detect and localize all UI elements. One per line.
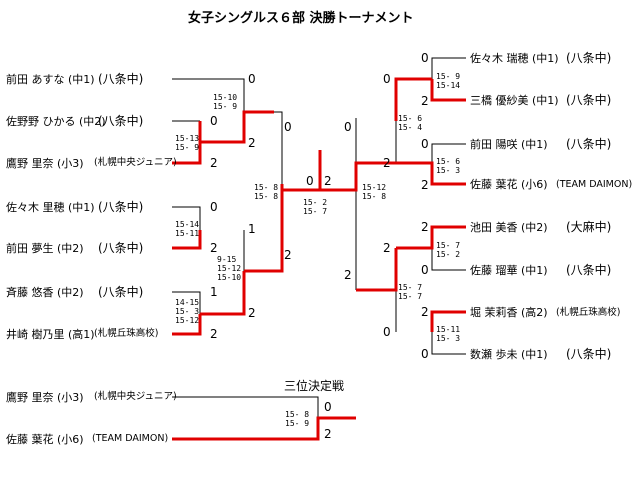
result-l-r2-bot: 1 (248, 222, 256, 236)
result-l-r2-mid: 2 (248, 306, 256, 320)
score-left-r2a: 15-13 15- 9 (175, 134, 200, 152)
result-r3: 0 (421, 137, 429, 151)
result-r-q2: 2 (383, 156, 391, 170)
score-left-r1: 15-10 15- 9 (213, 93, 238, 111)
result-l3: 2 (210, 156, 218, 170)
page-title: 女子シングルス６部 決勝トーナメント (188, 11, 414, 26)
left-player-7-team: (札幌丘珠高校) (94, 328, 159, 339)
score-left-r1b: 14-15 15- 3 15-12 (175, 298, 200, 325)
right-player-1-team: (八条中) (566, 51, 612, 65)
result-final-left: 0 (306, 174, 314, 188)
left-player-5-team: (八条中) (98, 241, 144, 255)
third-player-2-team: (TEAM DAIMON) (92, 433, 169, 444)
result-l5: 2 (210, 241, 218, 255)
result-r8: 0 (421, 347, 429, 361)
result-l1: 0 (248, 72, 256, 86)
score-right-r2a: 15- 6 15- 4 (398, 114, 423, 132)
result-l4: 0 (210, 200, 218, 214)
left-player-3-team: (札幌中央ジュニア) (94, 157, 177, 168)
right-player-7-team: (札幌丘珠高校) (556, 307, 621, 318)
score-left-r2b: 15-14 15-11 (175, 220, 200, 238)
score-right-sf: 15-12 15- 8 (362, 183, 387, 201)
result-r6: 0 (421, 263, 429, 277)
result-l-r1-win: 2 (248, 136, 256, 150)
result-r-q4: 0 (383, 325, 391, 339)
score-left-sf: 15- 8 15- 8 (254, 183, 279, 201)
left-player-2-name: 佐野野 ひかる (中2) (6, 115, 106, 128)
score-right-r1d: 15-11 15- 3 (436, 325, 461, 343)
result-l-sf-b: 2 (284, 248, 292, 262)
right-player-8-team: (八条中) (566, 347, 612, 361)
third-player-2-name: 佐藤 葉花 (小6) (6, 433, 84, 446)
left-player-5-name: 前田 夢生 (中2) (6, 242, 84, 255)
left-player-6-name: 斉藤 悠香 (中2) (6, 286, 84, 299)
result-r7: 2 (421, 305, 429, 319)
left-player-4-name: 佐々木 里穂 (中1) (6, 201, 95, 214)
right-player-2-team: (八条中) (566, 93, 612, 107)
right-player-5-name: 池田 美香 (中2) (470, 221, 548, 234)
left-player-3-name: 鷹野 里奈 (小3) (6, 157, 84, 170)
right-player-6-team: (八条中) (566, 263, 612, 277)
score-third: 15- 8 15- 9 (285, 410, 310, 428)
result-r2: 2 (421, 94, 429, 108)
score-left-r2c: 9-15 15-12 15-10 (217, 255, 242, 282)
result-r4: 2 (421, 178, 429, 192)
third-place-title: 三位決定戦 (284, 379, 345, 393)
result-l2: 0 (210, 114, 218, 128)
third-player-1-team: (札幌中央ジュニア) (94, 391, 177, 402)
result-r-q3: 2 (383, 241, 391, 255)
right-player-4-name: 佐藤 葉花 (小6) (470, 178, 548, 191)
result-l7: 2 (210, 327, 218, 341)
result-r1: 0 (421, 51, 429, 65)
result-third-top: 0 (324, 400, 332, 414)
result-final-right: 2 (324, 174, 332, 188)
third-player-1-name: 鷹野 里奈 (小3) (6, 391, 84, 404)
left-player-7-name: 井崎 樹乃里 (高1) (6, 328, 95, 341)
result-l6: 1 (210, 285, 218, 299)
right-player-8-name: 数瀬 歩未 (中1) (470, 348, 548, 361)
right-player-1-name: 佐々木 瑞穂 (中1) (470, 52, 559, 65)
score-right-r1c: 15- 7 15- 2 (436, 241, 461, 259)
left-player-2-team: (八条中) (98, 114, 144, 128)
score-right-r2b: 15- 7 15- 7 (398, 283, 423, 301)
left-player-6-team: (八条中) (98, 285, 144, 299)
score-right-r1: 15- 9 15-14 (436, 72, 461, 90)
left-player-1-name: 前田 あすな (中1) (6, 73, 95, 86)
right-player-4-team: (TEAM DAIMON) (556, 179, 633, 190)
left-player-4-team: (八条中) (98, 200, 144, 214)
result-third-bot: 2 (324, 427, 332, 441)
score-final: 15- 2 15- 7 (303, 198, 328, 216)
result-r-q1: 0 (383, 72, 391, 86)
right-player-7-name: 堀 茉莉香 (高2) (470, 306, 548, 319)
result-l-sf-top: 0 (284, 120, 292, 134)
right-player-6-name: 佐藤 瑠華 (中1) (470, 264, 548, 277)
left-player-1-team: (八条中) (98, 72, 144, 86)
score-right-r1b: 15- 6 15- 3 (436, 157, 461, 175)
right-player-2-name: 三橋 優紗美 (中1) (470, 94, 559, 107)
result-r5: 2 (421, 220, 429, 234)
result-r-sf2: 2 (344, 268, 352, 282)
result-r-sf1: 0 (344, 120, 352, 134)
right-player-3-team: (八条中) (566, 137, 612, 151)
right-player-3-name: 前田 陽咲 (中1) (470, 138, 548, 151)
right-player-5-team: (大麻中) (566, 220, 612, 234)
